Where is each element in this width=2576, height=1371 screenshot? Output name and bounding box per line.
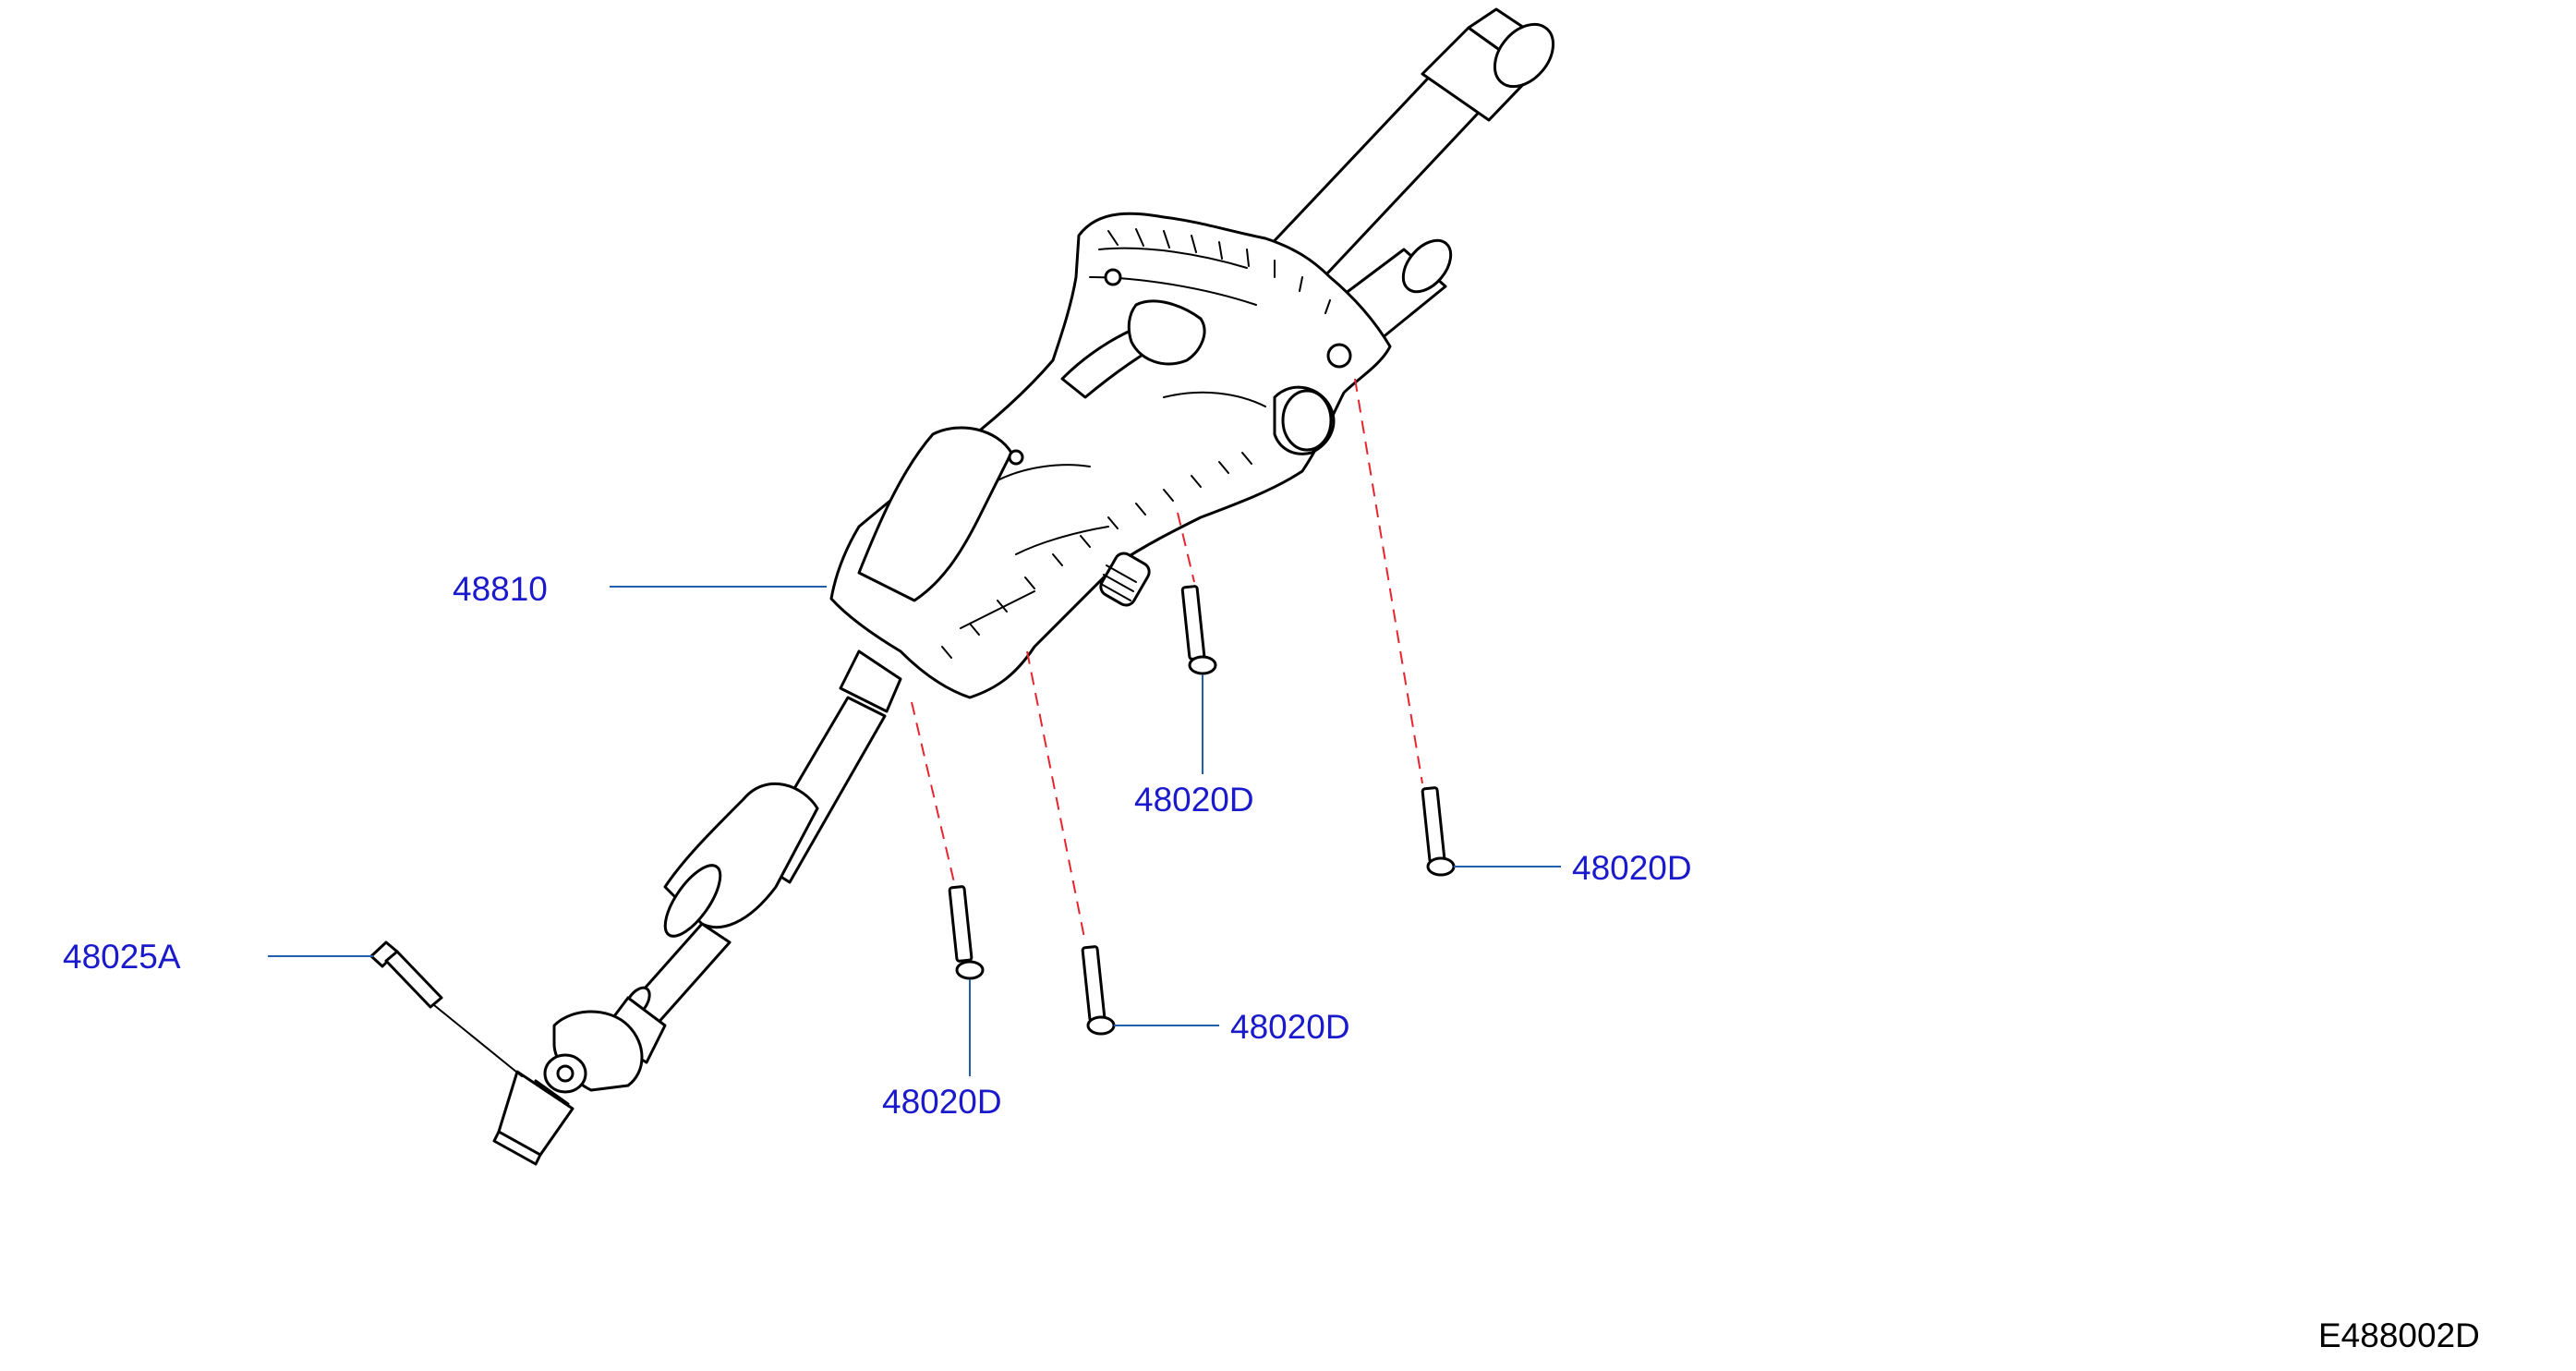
label-48020d-right: 48020D bbox=[1572, 849, 1692, 887]
label-48020d-upper-center: 48020D bbox=[1134, 781, 1254, 819]
label-48020d-lower-center: 48020D bbox=[1230, 1008, 1350, 1046]
bolt-right bbox=[1354, 378, 1561, 877]
label-48025a: 48025A bbox=[63, 938, 181, 976]
bolt-upper-center bbox=[1177, 512, 1217, 774]
universal-joint bbox=[492, 996, 667, 1166]
bolt-48025a bbox=[268, 940, 523, 1077]
lower-shaft bbox=[623, 649, 902, 1027]
label-48810: 48810 bbox=[453, 570, 548, 608]
bolt-lower-left bbox=[911, 701, 985, 1076]
column-housing bbox=[829, 212, 1392, 699]
bolt-lower-center bbox=[1026, 650, 1219, 1036]
adjuster-spring bbox=[1099, 552, 1151, 607]
diagram-code: E488002D bbox=[2318, 1316, 2480, 1354]
upper-shaft bbox=[1247, 7, 1555, 307]
label-48020d-lower-left: 48020D bbox=[882, 1083, 1002, 1121]
